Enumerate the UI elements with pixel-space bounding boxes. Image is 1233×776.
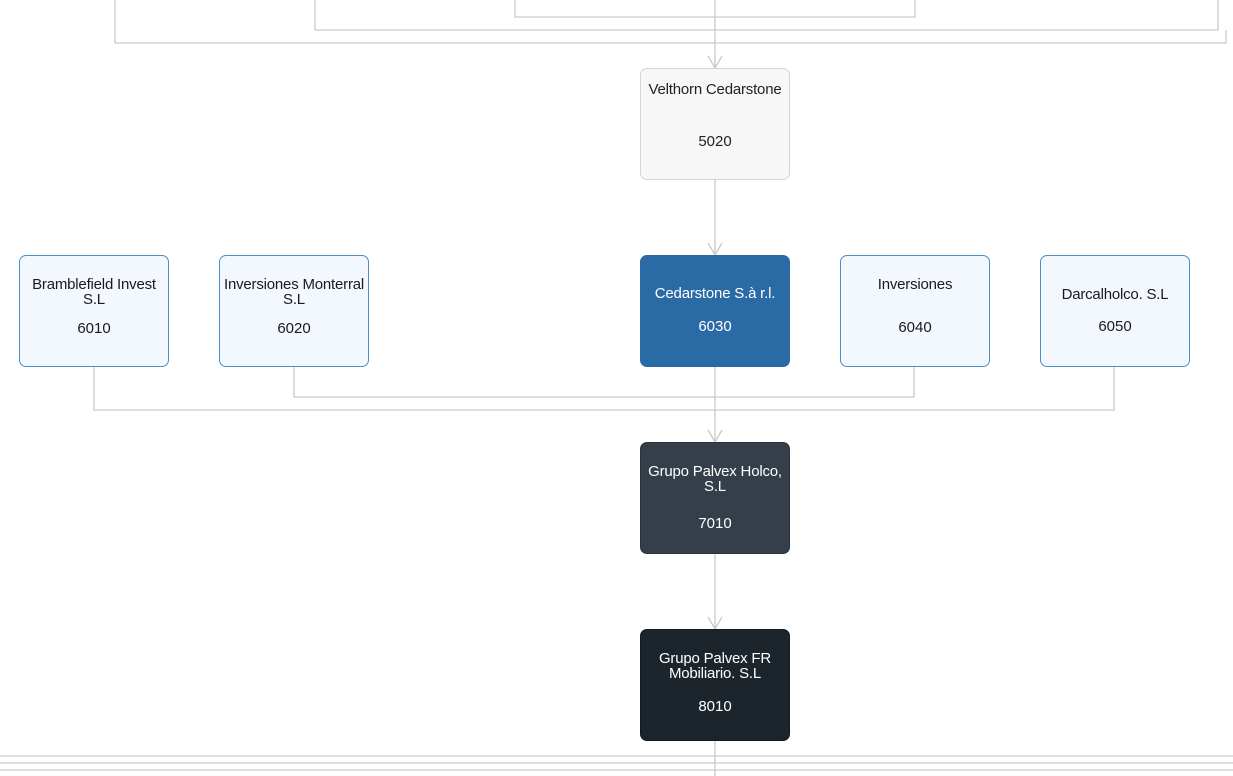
node-name: Inversiones Monterral S.L <box>223 276 365 308</box>
node-grupo-palvex-holco[interactable]: Grupo Palvex Holco, S.L 7010 <box>640 442 790 554</box>
node-name: Velthorn Cedarstone <box>648 81 782 98</box>
node-name: Bramblefield Invest S.L <box>32 276 156 308</box>
node-code: 7010 <box>698 515 732 532</box>
node-grupo-palvex-fr[interactable]: Grupo Palvex FR Mobiliario. S.L 8010 <box>640 629 790 741</box>
connector-mid-inner <box>293 367 915 398</box>
node-code: 6030 <box>698 318 732 335</box>
node-name: Cedarstone S.à r.l. <box>654 285 776 302</box>
node-name: Darcalholco. S.L <box>1061 286 1169 303</box>
node-code: 8010 <box>698 698 732 715</box>
node-code: 6010 <box>77 320 111 337</box>
node-code: 6050 <box>1098 318 1132 335</box>
node-code: 5020 <box>698 133 732 150</box>
connector-mid-outer <box>93 367 1115 411</box>
node-velthorn-cedarstone[interactable]: Velthorn Cedarstone 5020 <box>640 68 790 180</box>
connector-top-outer <box>114 0 1227 44</box>
node-name: Grupo Palvex FR Mobiliario. S.L <box>658 650 772 682</box>
node-darcalholco[interactable]: Darcalholco. S.L 6050 <box>1040 255 1190 367</box>
node-code: 6040 <box>898 319 932 336</box>
node-name: Inversiones <box>877 276 953 293</box>
node-name: Grupo Palvex Holco, S.L <box>648 463 782 495</box>
node-inversiones[interactable]: Inversiones 6040 <box>840 255 990 367</box>
connector-top-middle <box>314 0 1219 31</box>
node-inversiones-monterral[interactable]: Inversiones Monterral S.L 6020 <box>219 255 369 367</box>
node-code: 6020 <box>277 320 311 337</box>
node-bramblefield-invest[interactable]: Bramblefield Invest S.L 6010 <box>19 255 169 367</box>
node-cedarstone[interactable]: Cedarstone S.à r.l. 6030 <box>640 255 790 367</box>
